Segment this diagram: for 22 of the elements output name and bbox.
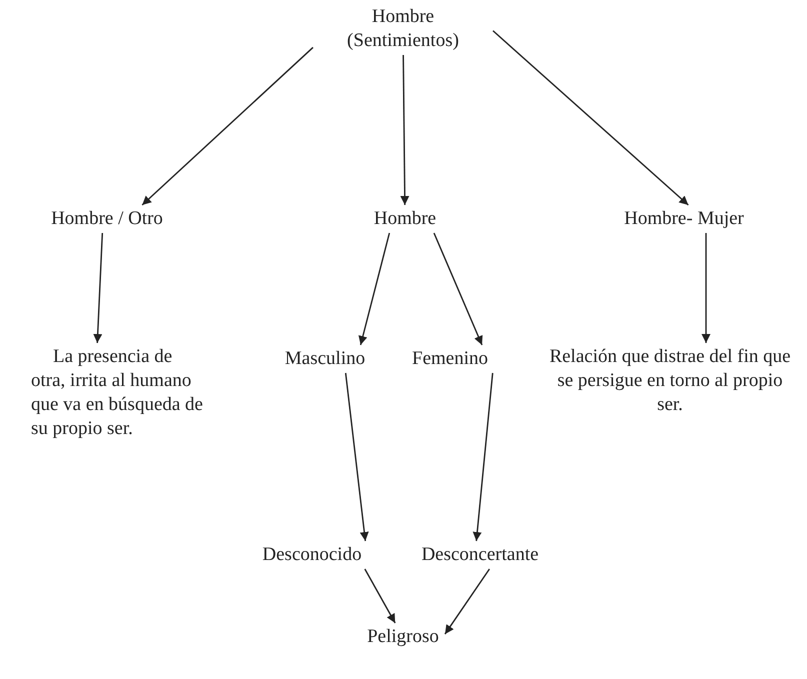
node-text: Hombre- Mujer: [614, 205, 754, 233]
arrow: [93, 232, 104, 344]
arrow: [492, 30, 689, 206]
arrow: [472, 372, 494, 542]
node-text: Femenino: [404, 345, 496, 373]
arrow: [344, 372, 369, 542]
node-text: Relación que distrae del fin que se persigue en torno al propio ser.: [545, 343, 795, 419]
arrow: [444, 568, 490, 634]
arrow: [142, 46, 314, 206]
node-text: Hombre (Sentimientos): [313, 3, 493, 55]
node-text: Hombre: [362, 205, 448, 233]
node-text: Desconocido: [255, 541, 369, 569]
arrow: [400, 55, 410, 205]
arrow: [358, 232, 390, 346]
node-text: Peligroso: [361, 623, 445, 651]
arrow: [433, 232, 483, 346]
node-text: Desconcertante: [402, 541, 558, 569]
arrow: [702, 233, 710, 343]
node-text: Masculino: [278, 345, 372, 373]
node-text: Hombre / Otro: [32, 205, 182, 233]
arrow: [364, 568, 396, 624]
node-text: La presencia de otra, irrita al humano que va en búsqueda de su propio ser.: [28, 343, 212, 443]
